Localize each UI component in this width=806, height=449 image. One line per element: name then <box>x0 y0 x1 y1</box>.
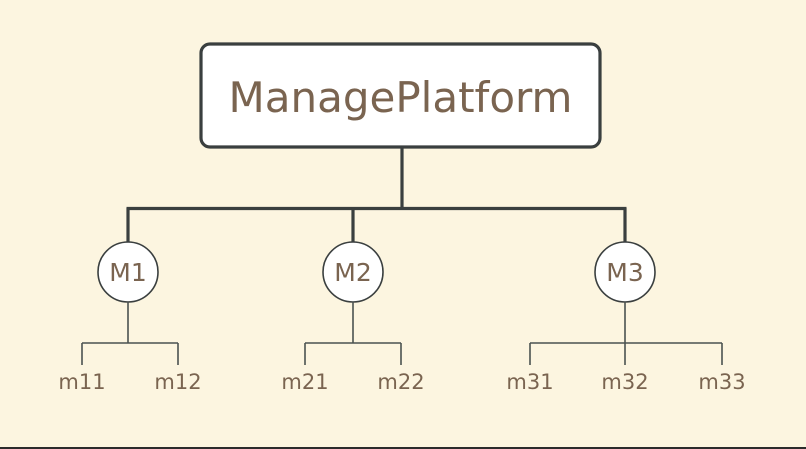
root-node[interactable]: ManagePlatform <box>199 42 602 149</box>
mid-node-m1-label: M1 <box>109 258 146 287</box>
mid-node-m1[interactable]: M1 <box>97 241 159 303</box>
leaf-label-m11: m11 <box>58 370 105 394</box>
bottom-border-rule <box>0 447 806 449</box>
leaf-label-m12: m12 <box>154 370 201 394</box>
leaf-label-m33: m33 <box>698 370 745 394</box>
mid-node-m3-label: M3 <box>606 258 643 287</box>
leaf-label-m21: m21 <box>281 370 328 394</box>
leaf-label-m22: m22 <box>377 370 424 394</box>
leaf-label-m31: m31 <box>506 370 553 394</box>
mid-node-m2[interactable]: M2 <box>322 241 384 303</box>
mid-node-m3[interactable]: M3 <box>594 241 656 303</box>
mid-node-m2-label: M2 <box>334 258 371 287</box>
leaf-label-m32: m32 <box>601 370 648 394</box>
root-node-label: ManagePlatform <box>229 73 573 122</box>
